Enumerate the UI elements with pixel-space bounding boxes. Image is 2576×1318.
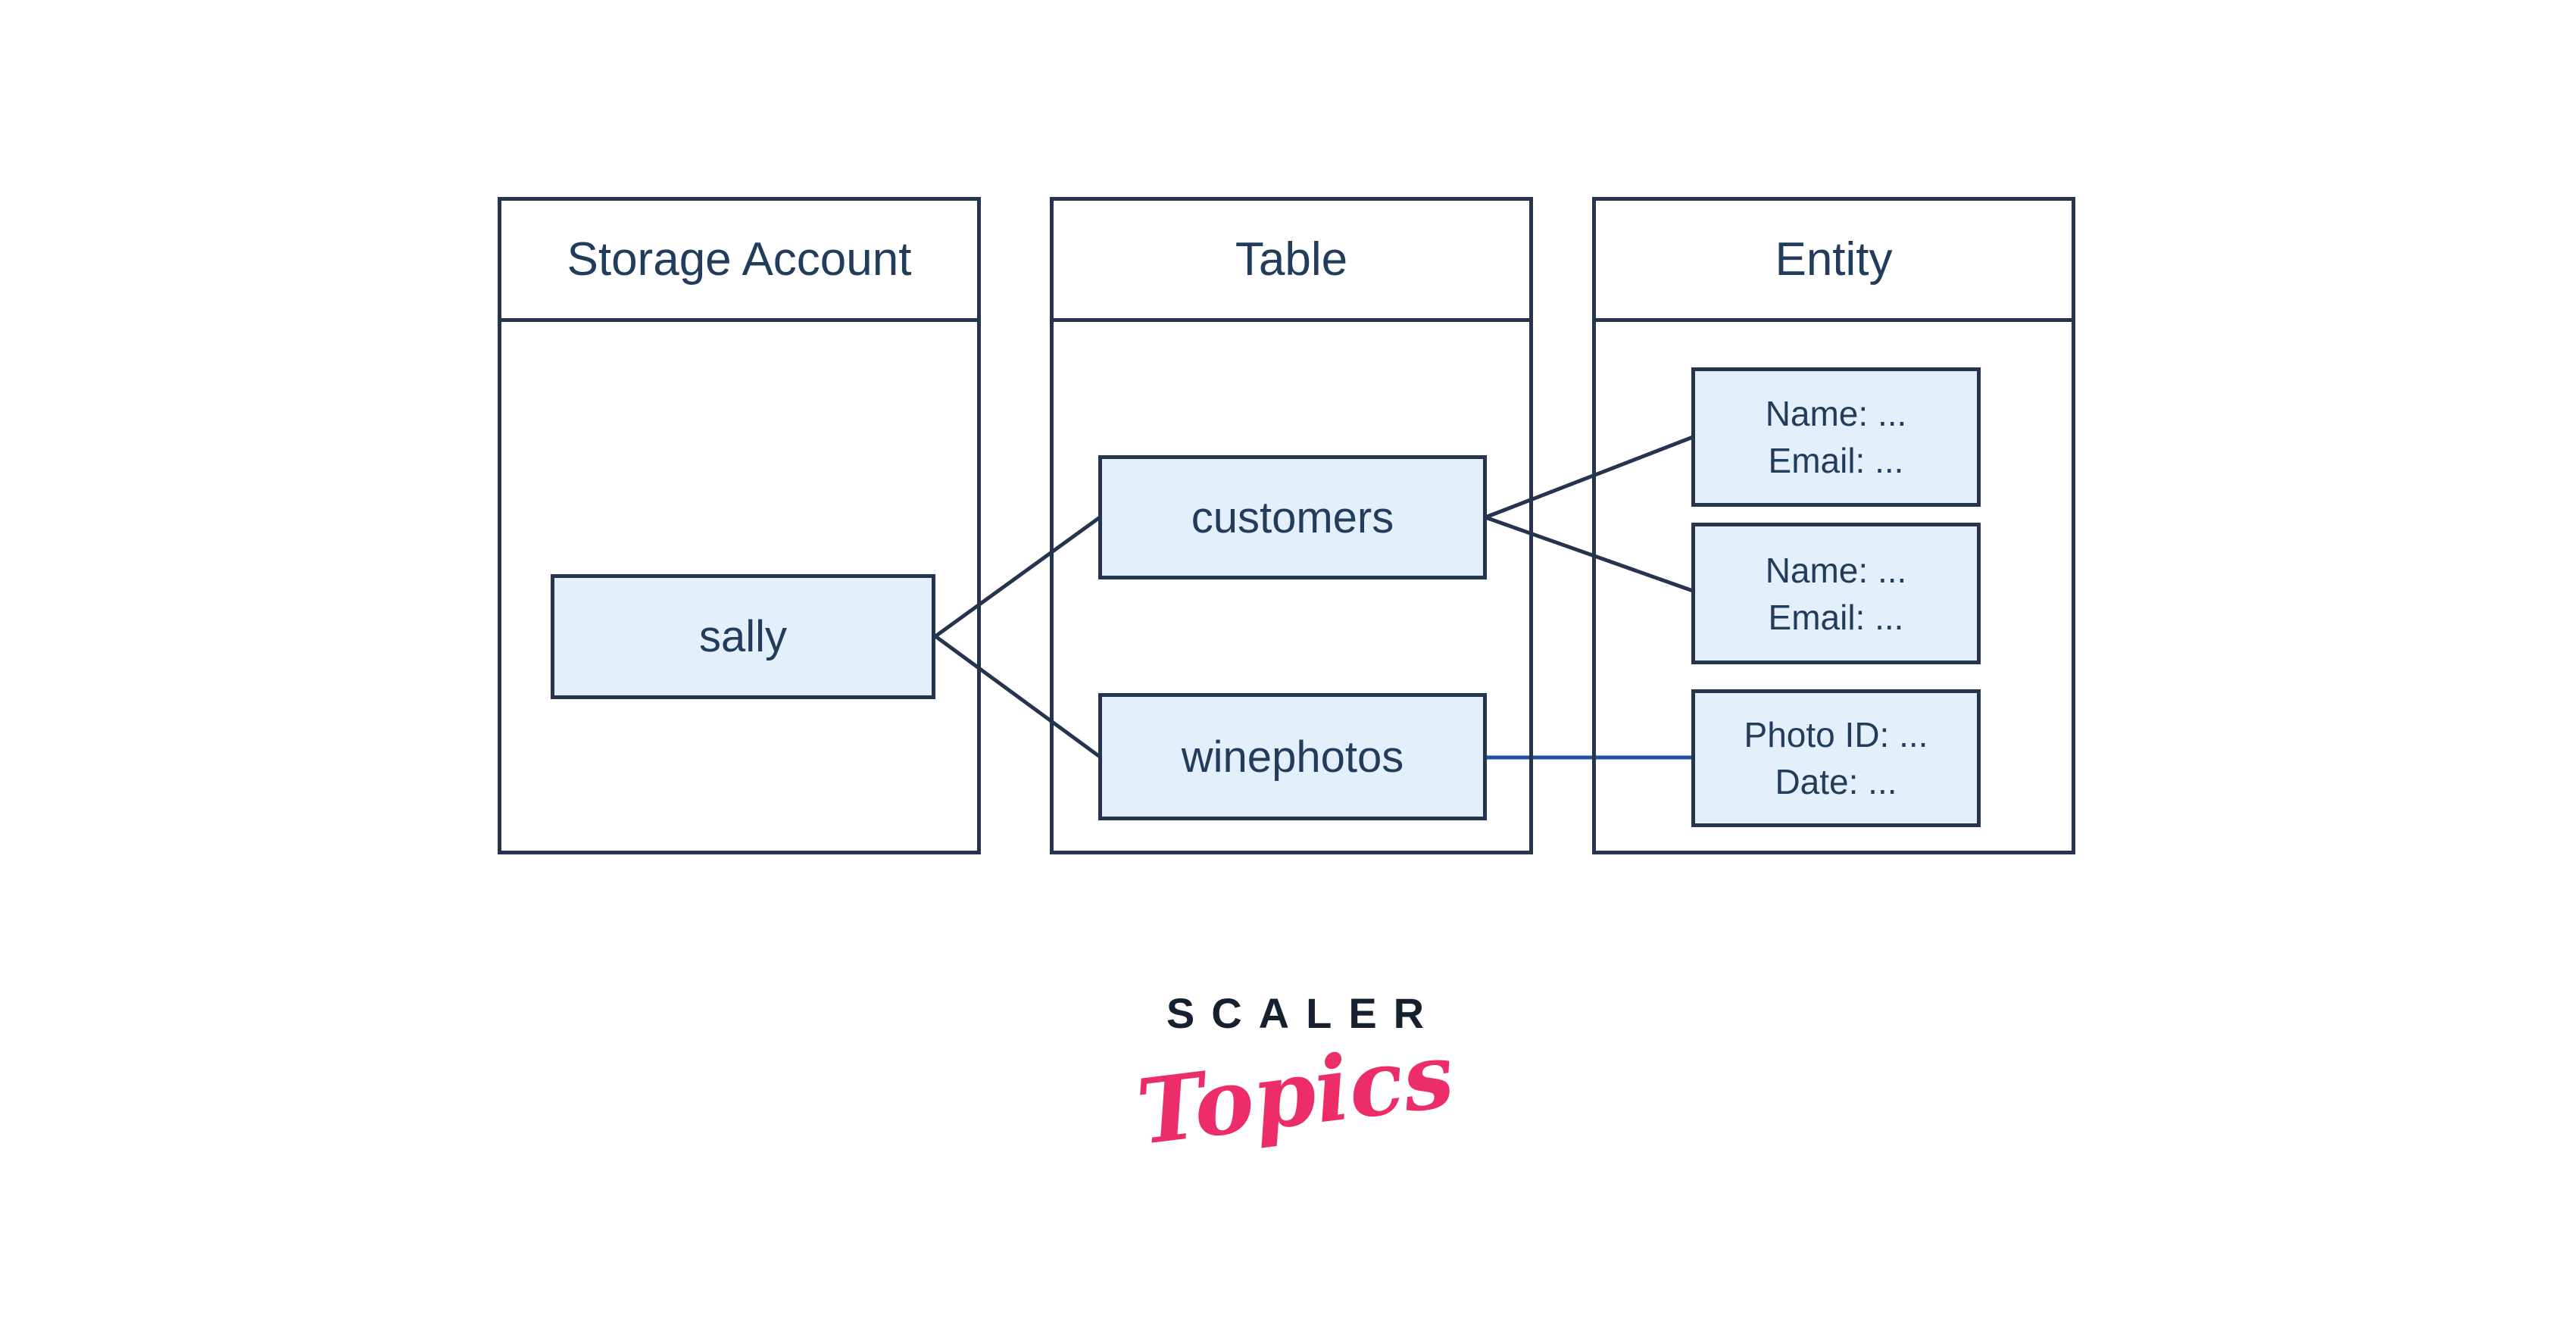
node-entity-2: Name: ... Email: ...	[1691, 523, 1981, 664]
node-entity-1: Name: ... Email: ...	[1691, 367, 1981, 507]
entity-2-line-1: Name: ...	[1765, 550, 1907, 590]
node-entity-3: Photo ID: ... Date: ...	[1691, 689, 1981, 827]
connector-customers-entity1	[1485, 435, 1694, 520]
entity-1-line-1: Name: ...	[1765, 394, 1907, 433]
node-customers: customers	[1098, 455, 1487, 579]
column-storage-account: Storage Account	[498, 197, 981, 854]
logo-topics-wordmark: Topics	[1131, 1022, 1460, 1165]
column-title-storage-account: Storage Account	[501, 201, 977, 322]
node-winephotos: winephotos	[1098, 693, 1487, 820]
connector-sally-customers	[934, 515, 1101, 639]
column-entity: Entity	[1592, 197, 2075, 854]
column-table: Table	[1050, 197, 1533, 854]
connector-customers-entity2	[1485, 515, 1694, 593]
entity-3-line-2: Date: ...	[1775, 762, 1897, 801]
logo-scaler-wordmark: SCALER	[1166, 989, 1441, 1037]
entity-2-line-2: Email: ...	[1768, 597, 1904, 637]
column-title-table: Table	[1054, 201, 1529, 322]
entity-1-line-2: Email: ...	[1768, 441, 1904, 480]
column-title-entity: Entity	[1596, 201, 2072, 322]
entity-3-line-1: Photo ID: ...	[1744, 715, 1928, 754]
node-sally: sally	[551, 574, 935, 699]
connector-sally-winephotos	[934, 634, 1101, 759]
scaler-topics-logo: SCALER Topics	[1132, 988, 1459, 1165]
